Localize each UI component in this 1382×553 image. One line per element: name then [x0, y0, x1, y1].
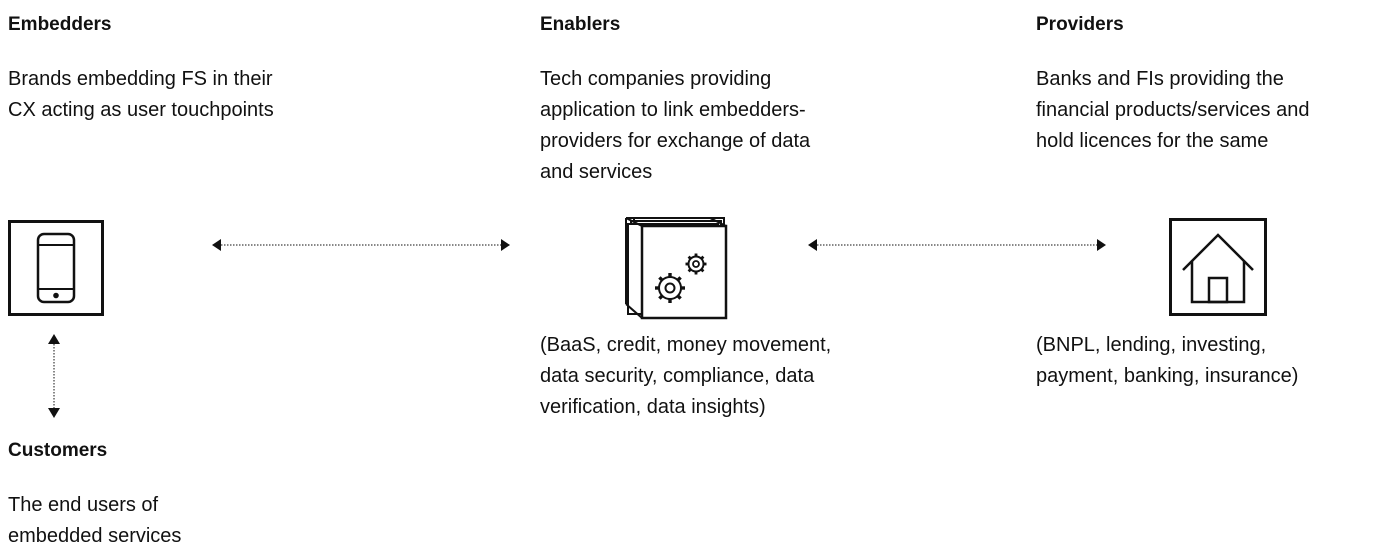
embedders-description-line: CX acting as user touchpoints — [8, 99, 274, 121]
enablers-description-line: and services — [540, 161, 653, 183]
enablers-description-line: providers for exchange of data — [540, 130, 811, 152]
enablers-examples-line: verification, data insights) — [540, 396, 766, 418]
enablers-heading: Enablers — [540, 14, 621, 35]
providers-examples: (BNPL, lending, investing, payment, bank… — [1036, 330, 1298, 392]
providers-examples-line: payment, banking, insurance) — [1036, 365, 1299, 387]
customers-description-line: embedded services — [8, 525, 182, 547]
providers-description-line: Banks and FIs providing the — [1036, 68, 1284, 90]
enablers-providers-arrow — [808, 237, 1106, 253]
house-icon — [1169, 218, 1267, 316]
customers-description-line: The end users of — [8, 494, 159, 516]
smartphone-icon — [8, 220, 104, 316]
embedders-customers-arrow — [46, 334, 62, 418]
providers-description-line: hold licences for the same — [1036, 130, 1269, 152]
enablers-description: Tech companies providing application to … — [540, 64, 810, 188]
providers-heading: Providers — [1036, 14, 1124, 35]
enablers-description-line: application to link embedders- — [540, 99, 806, 121]
customers-description: The end users of embedded services — [8, 490, 181, 552]
enablers-examples-line: (BaaS, credit, money movement, — [540, 334, 832, 356]
enablers-examples: (BaaS, credit, money movement, data secu… — [540, 330, 831, 423]
providers-examples-line: (BNPL, lending, investing, — [1036, 334, 1267, 356]
embedders-description-line: Brands embedding FS in their — [8, 68, 273, 90]
embedders-enablers-arrow — [212, 237, 510, 253]
providers-description-line: financial products/services and — [1036, 99, 1310, 121]
enablers-description-line: Tech companies providing — [540, 68, 772, 90]
embedders-heading: Embedders — [8, 14, 112, 35]
customers-heading: Customers — [8, 440, 108, 461]
providers-description: Banks and FIs providing the financial pr… — [1036, 64, 1309, 157]
embedders-description: Brands embedding FS in their CX acting a… — [8, 64, 274, 126]
gears-stack-icon — [622, 214, 728, 320]
enablers-examples-line: data security, compliance, data — [540, 365, 815, 387]
